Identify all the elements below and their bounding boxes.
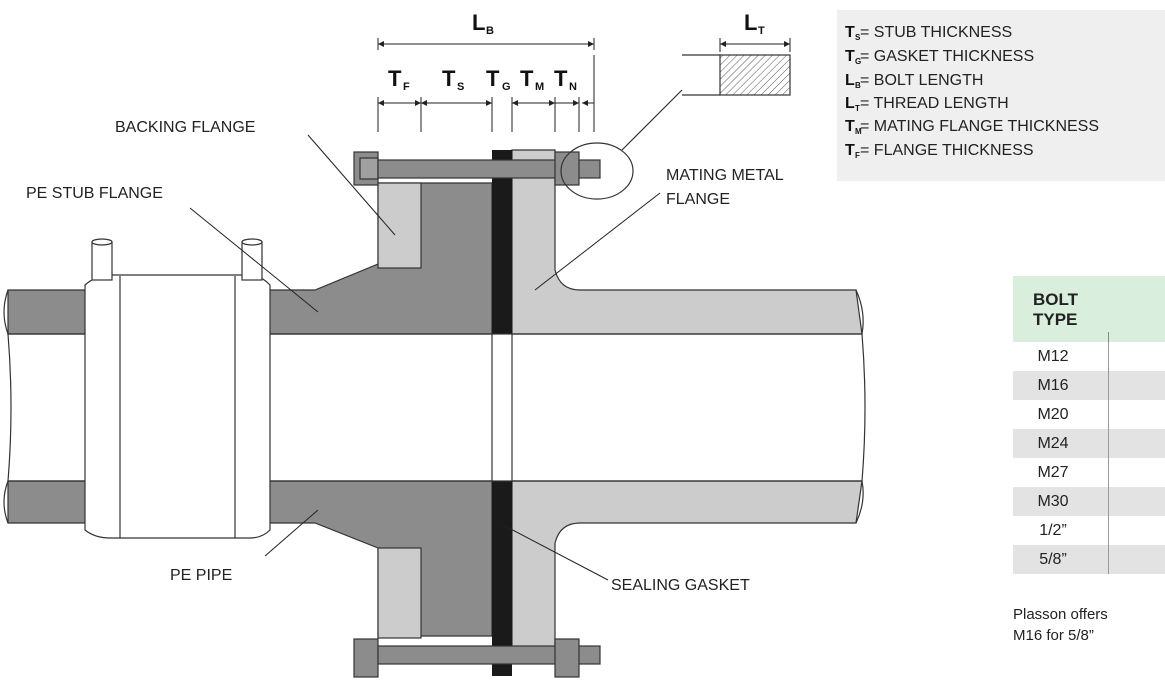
dim-ts-main: T bbox=[442, 66, 456, 91]
thread-detail-hatch bbox=[719, 54, 791, 96]
table-footnote: Plasson offers M16 for 5/8” bbox=[1013, 604, 1165, 646]
dim-tf: T F bbox=[388, 66, 410, 93]
dim-tm-main: T bbox=[520, 66, 534, 91]
sealing-gasket-bottom bbox=[492, 481, 512, 676]
dim-tm-sub: M bbox=[535, 81, 544, 93]
svg-text:L: L bbox=[845, 72, 855, 89]
dim-ts-sub: S bbox=[457, 81, 464, 93]
dim-lt: L T bbox=[744, 10, 765, 37]
dim-ts: T S bbox=[442, 66, 464, 93]
label-pe-pipe: PE PIPE bbox=[170, 567, 232, 584]
dim-tn-sub: N bbox=[569, 81, 577, 93]
dim-tn-main: T bbox=[554, 66, 568, 91]
legend-list: T S = STUB THICKNESS T G = GASKET THICKN… bbox=[845, 24, 1099, 160]
legend-item-lb: L B = BOLT LENGTH bbox=[845, 72, 983, 90]
table-row: 1/2” bbox=[1013, 516, 1165, 545]
backing-flange-bottom bbox=[377, 547, 422, 639]
dim-tf-main: T bbox=[388, 66, 402, 91]
svg-text:B: B bbox=[855, 81, 861, 90]
svg-text:= STUB THICKNESS: = STUB THICKNESS bbox=[860, 24, 1012, 41]
legend-item-lt: L T = THREAD LENGTH bbox=[845, 95, 1009, 113]
dim-tf-sub: F bbox=[403, 81, 410, 93]
bottom-bolt bbox=[353, 638, 601, 678]
dim-tg-sub: G bbox=[502, 81, 511, 93]
label-backing-flange: BACKING FLANGE bbox=[115, 119, 255, 136]
dim-lb: L B bbox=[472, 10, 494, 37]
svg-text:= FLANGE THICKNESS: = FLANGE THICKNESS bbox=[860, 142, 1034, 159]
bolt-table-header-label: BOLT TYPE bbox=[1033, 290, 1079, 329]
dim-lt-sub: T bbox=[758, 25, 765, 37]
svg-text:T: T bbox=[845, 24, 855, 41]
sealing-gasket-top bbox=[492, 150, 512, 334]
svg-text:= THREAD LENGTH: = THREAD LENGTH bbox=[860, 95, 1009, 112]
footnote-line-2: M16 for 5/8” bbox=[1013, 627, 1094, 644]
svg-text:= BOLT LENGTH: = BOLT LENGTH bbox=[860, 72, 983, 89]
dim-tg: T G bbox=[486, 66, 511, 93]
label-pe-stub-flange: PE STUB FLANGE bbox=[26, 185, 163, 202]
dim-tg-main: T bbox=[486, 66, 500, 91]
svg-text:T: T bbox=[845, 48, 855, 65]
coupler-terminal-left bbox=[91, 241, 113, 281]
table-row: M30 bbox=[1013, 487, 1165, 516]
dim-tn: T N bbox=[554, 66, 577, 93]
legend-item-tm: T M = MATING FLANGE THICKNESS bbox=[845, 118, 1099, 136]
svg-text:T: T bbox=[845, 118, 855, 135]
svg-text:M: M bbox=[855, 127, 862, 136]
label-sealing-gasket: SEALING GASKET bbox=[611, 577, 750, 594]
backing-flange-top bbox=[377, 182, 422, 269]
dim-lb-sub: B bbox=[486, 25, 494, 37]
legend-item-ts: T S = STUB THICKNESS bbox=[845, 24, 1012, 42]
dim-lb-main: L bbox=[472, 10, 485, 35]
legend-item-tf: T F = FLANGE THICKNESS bbox=[845, 142, 1034, 160]
svg-text:F: F bbox=[855, 151, 860, 160]
label-mating-metal-flange-1: MATING METAL bbox=[666, 167, 784, 184]
coupler-terminal-right bbox=[241, 241, 263, 281]
table-row: M27 bbox=[1013, 458, 1165, 487]
legend-item-tg: T G = GASKET THICKNESS bbox=[845, 48, 1034, 66]
svg-text:S: S bbox=[855, 33, 861, 42]
bolt-table-header: BOLT TYPE bbox=[1013, 276, 1165, 342]
sealing-gasket-bore bbox=[491, 333, 513, 482]
table-row: M16 bbox=[1013, 371, 1165, 400]
svg-text:= MATING FLANGE THICKNESS: = MATING FLANGE THICKNESS bbox=[860, 118, 1099, 135]
dim-tm: T M bbox=[520, 66, 544, 93]
footnote-line-1: Plasson offers bbox=[1013, 606, 1108, 623]
table-row: M24 bbox=[1013, 429, 1165, 458]
label-mating-metal-flange-2: FLANGE bbox=[666, 191, 730, 208]
top-bolt bbox=[353, 151, 601, 186]
svg-text:T: T bbox=[845, 142, 855, 159]
table-row: M20 bbox=[1013, 400, 1165, 429]
mating-flange-bottom bbox=[511, 480, 863, 661]
table-row: 5/8” bbox=[1013, 545, 1165, 574]
svg-text:= GASKET THICKNESS: = GASKET THICKNESS bbox=[860, 48, 1034, 65]
dim-lt-main: L bbox=[744, 10, 757, 35]
legend-box: T S = STUB THICKNESS T G = GASKET THICKN… bbox=[837, 10, 1165, 181]
bolt-type-table: BOLT TYPE M12 M16 M20 M24 M27 M30 1/2” 5… bbox=[1013, 276, 1165, 574]
thread-callout-circle bbox=[560, 142, 634, 200]
svg-text:T: T bbox=[855, 104, 860, 113]
svg-text:L: L bbox=[845, 95, 855, 112]
electrofusion-coupler bbox=[84, 238, 271, 539]
table-row: M12 bbox=[1013, 342, 1165, 371]
svg-text:G: G bbox=[855, 57, 861, 66]
